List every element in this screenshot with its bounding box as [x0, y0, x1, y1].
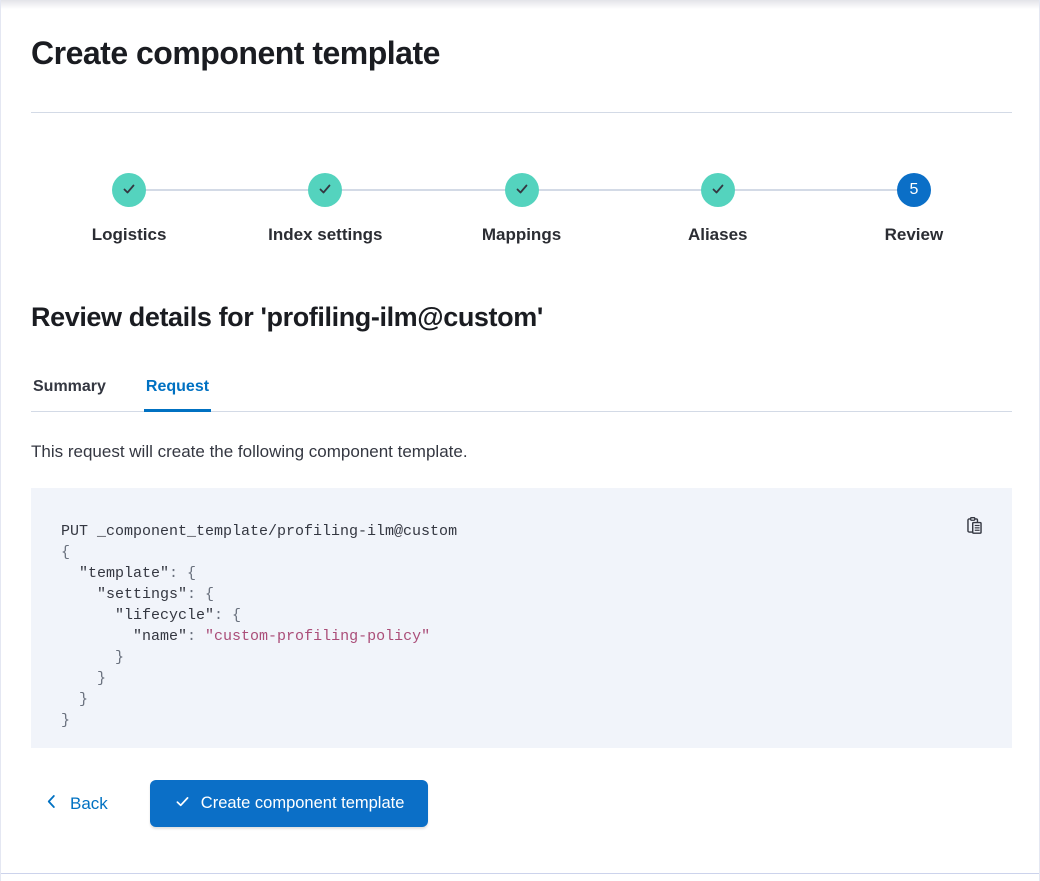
check-icon — [317, 181, 333, 200]
step-index-settings[interactable]: Index settings — [227, 173, 423, 245]
create-button-label: Create component template — [200, 794, 405, 813]
back-button-label: Back — [70, 793, 108, 813]
step-logistics[interactable]: Logistics — [31, 173, 227, 245]
footer-actions: Back Create component template — [31, 780, 1012, 828]
chevron-left-icon — [43, 793, 60, 815]
step-aliases[interactable]: Aliases — [620, 173, 816, 245]
step-progress-bar: Logistics Index settings Mappings — [31, 173, 1012, 245]
copy-to-clipboard-button[interactable] — [963, 514, 986, 537]
step-complete-circle — [308, 173, 343, 208]
step-current-circle: 5 — [896, 173, 931, 208]
review-tabs: Summary Request — [31, 377, 1012, 412]
request-description: This request will create the following c… — [31, 441, 468, 461]
request-code: PUT _component_template/profiling-ilm@cu… — [61, 523, 458, 730]
check-icon — [514, 181, 530, 200]
step-label: Review — [884, 225, 944, 245]
step-complete-circle — [700, 173, 735, 208]
bottom-divider — [1, 873, 1039, 874]
step-complete-circle — [504, 173, 539, 208]
step-review[interactable]: 5 Review — [816, 173, 1012, 245]
step-label: Logistics — [91, 225, 167, 245]
check-icon — [174, 793, 191, 815]
step-label: Aliases — [687, 225, 748, 245]
step-label: Mappings — [481, 225, 562, 245]
title-divider — [31, 112, 1012, 114]
tab-request[interactable]: Request — [143, 377, 212, 412]
step-complete-circle — [112, 173, 147, 208]
back-button[interactable]: Back — [43, 793, 108, 815]
copy-clipboard-icon — [965, 517, 984, 538]
check-icon — [121, 181, 137, 200]
request-code-block: PUT _component_template/profiling-ilm@cu… — [31, 488, 1012, 749]
create-component-template-button[interactable]: Create component template — [149, 780, 429, 828]
review-heading: Review details for 'profiling-ilm@custom… — [31, 301, 543, 332]
step-label: Index settings — [268, 225, 383, 245]
check-icon — [710, 181, 726, 200]
page-title: Create component template — [31, 35, 440, 71]
tab-summary[interactable]: Summary — [31, 377, 108, 412]
step-mappings[interactable]: Mappings — [423, 173, 619, 245]
